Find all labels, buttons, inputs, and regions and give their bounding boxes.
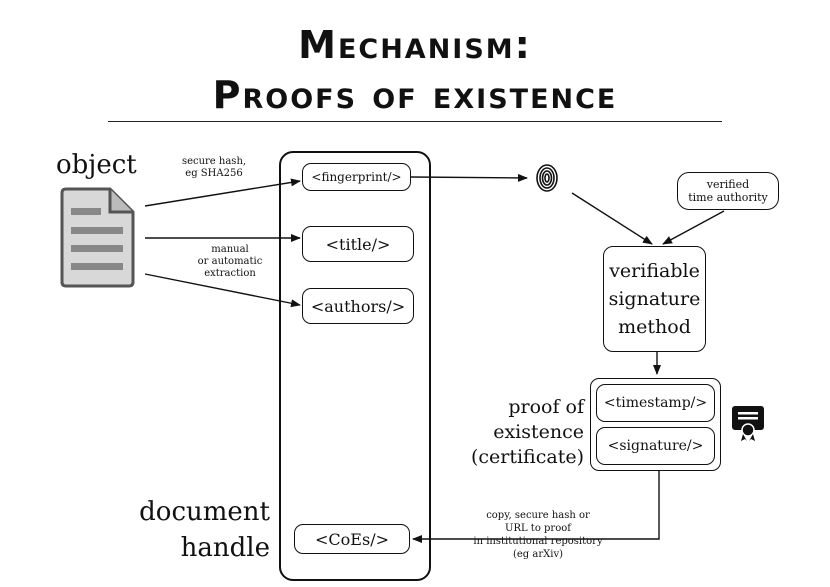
- arrow-object-to-authors: [144, 273, 301, 308]
- title-line-1: Mechanism:: [298, 23, 532, 67]
- certificate-container: [590, 378, 721, 471]
- copy-annotation: copy, secure hash or URL to proof in ins…: [468, 509, 608, 561]
- arrow-object-to-fingerprint: [144, 178, 301, 207]
- certificate-icon: [732, 406, 764, 441]
- document-handle-container: [279, 151, 431, 581]
- signature-method-line-2: signature: [608, 288, 701, 310]
- extraction-line-1: manual: [211, 244, 249, 255]
- title-field: <title/>: [302, 226, 414, 262]
- document-icon: [60, 187, 135, 288]
- signature-field: <signature/>: [596, 427, 715, 465]
- arrow-print-to-method: [571, 192, 653, 245]
- signature-method-line-1: verifiable: [609, 260, 700, 282]
- authors-field: <authors/>: [302, 288, 414, 324]
- fingerprint-icon: [536, 164, 558, 192]
- extraction-line-3: extraction: [204, 268, 256, 279]
- document-handle-line-1: document: [139, 497, 270, 527]
- proof-label-line-2: existence: [493, 421, 584, 443]
- time-authority-line-2: time authority: [688, 191, 768, 204]
- fingerprint-field: <fingerprint/>: [302, 163, 411, 191]
- proof-label-line-3: (certificate): [470, 446, 584, 468]
- extraction-annotation: manual or automatic extraction: [190, 244, 270, 280]
- signature-method-line-3: method: [618, 316, 691, 338]
- time-authority-bubble: verified time authority: [677, 172, 779, 210]
- hash-annotation-line-2: eg SHA256: [185, 168, 243, 179]
- time-authority-line-1: verified: [706, 178, 750, 191]
- title-divider: [108, 121, 722, 122]
- extraction-line-2: or automatic: [197, 256, 263, 267]
- copy-annotation-line-1: copy, secure hash or: [486, 510, 590, 521]
- copy-annotation-line-4: (eg arXiv): [512, 549, 563, 560]
- hash-annotation: secure hash, eg SHA256: [176, 156, 252, 180]
- signature-method-box: verifiable signature method: [603, 246, 706, 352]
- document-handle-label: document handle: [100, 494, 270, 566]
- proof-of-existence-label: proof of existence (certificate): [470, 395, 584, 470]
- hash-annotation-line-1: secure hash,: [181, 156, 247, 167]
- document-handle-line-2: handle: [180, 533, 270, 563]
- coes-field: <CoEs/>: [294, 524, 410, 554]
- arrow-authority-to-method: [662, 210, 725, 245]
- arrow-proof-to-coes: [412, 471, 660, 543]
- object-label: object: [56, 150, 137, 180]
- proof-label-line-1: proof of: [508, 396, 584, 418]
- timestamp-field: <timestamp/>: [596, 384, 715, 422]
- copy-annotation-line-2: URL to proof: [505, 523, 571, 534]
- title-line-2: Proofs of existence: [212, 73, 618, 117]
- copy-annotation-line-3: in institutional repository: [473, 536, 603, 547]
